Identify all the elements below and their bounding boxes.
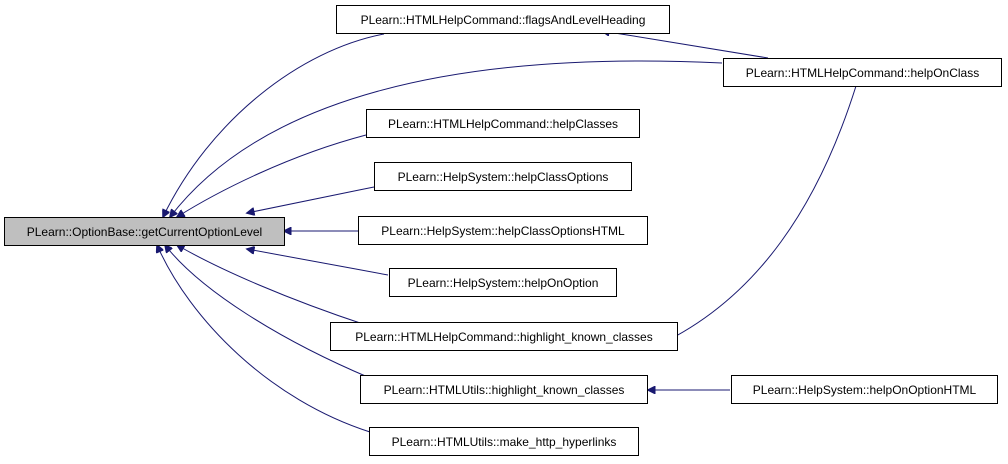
- node-hhc-highlight-known-classes[interactable]: PLearn::HTMLHelpCommand::highlight_known…: [330, 322, 678, 351]
- node-make-http-hyperlinks[interactable]: PLearn::HTMLUtils::make_http_hyperlinks: [369, 427, 639, 456]
- edge-help-on-option-to-root: [247, 249, 389, 276]
- edge-help-on-class-to-flags-and-level-heading: [602, 31, 769, 59]
- node-help-on-option-html[interactable]: PLearn::HelpSystem::helpOnOptionHTML: [731, 375, 998, 404]
- node-help-class-options-html[interactable]: PLearn::HelpSystem::helpClassOptionsHTML: [358, 216, 648, 245]
- edge-help-class-options-to-root: [247, 186, 375, 213]
- node-help-class-options[interactable]: PLearn::HelpSystem::helpClassOptions: [374, 162, 632, 191]
- node-help-classes[interactable]: PLearn::HTMLHelpCommand::helpClasses: [366, 109, 640, 138]
- node-get-current-option-level: PLearn::OptionBase::getCurrentOptionLeve…: [4, 217, 285, 246]
- node-flags-and-level-heading[interactable]: PLearn::HTMLHelpCommand::flagsAndLevelHe…: [336, 5, 670, 34]
- edge-help-on-class-to-hhc-highlight-known-classes: [652, 85, 857, 348]
- edge-help-on-class-to-root: [170, 60, 723, 217]
- edge-utils-highlight-known-classes-to-root: [165, 245, 371, 379]
- node-utils-highlight-known-classes[interactable]: PLearn::HTMLUtils::highlight_known_class…: [360, 375, 648, 404]
- node-help-on-option[interactable]: PLearn::HelpSystem::helpOnOption: [389, 268, 617, 297]
- edge-help-classes-to-root: [177, 134, 367, 217]
- edge-make-http-hyperlinks-to-root: [157, 245, 371, 433]
- edge-flags-and-level-heading-to-root: [163, 33, 385, 217]
- edge-hhc-highlight-known-classes-to-root: [177, 245, 367, 326]
- node-help-on-class[interactable]: PLearn::HTMLHelpCommand::helpOnClass: [723, 58, 1002, 87]
